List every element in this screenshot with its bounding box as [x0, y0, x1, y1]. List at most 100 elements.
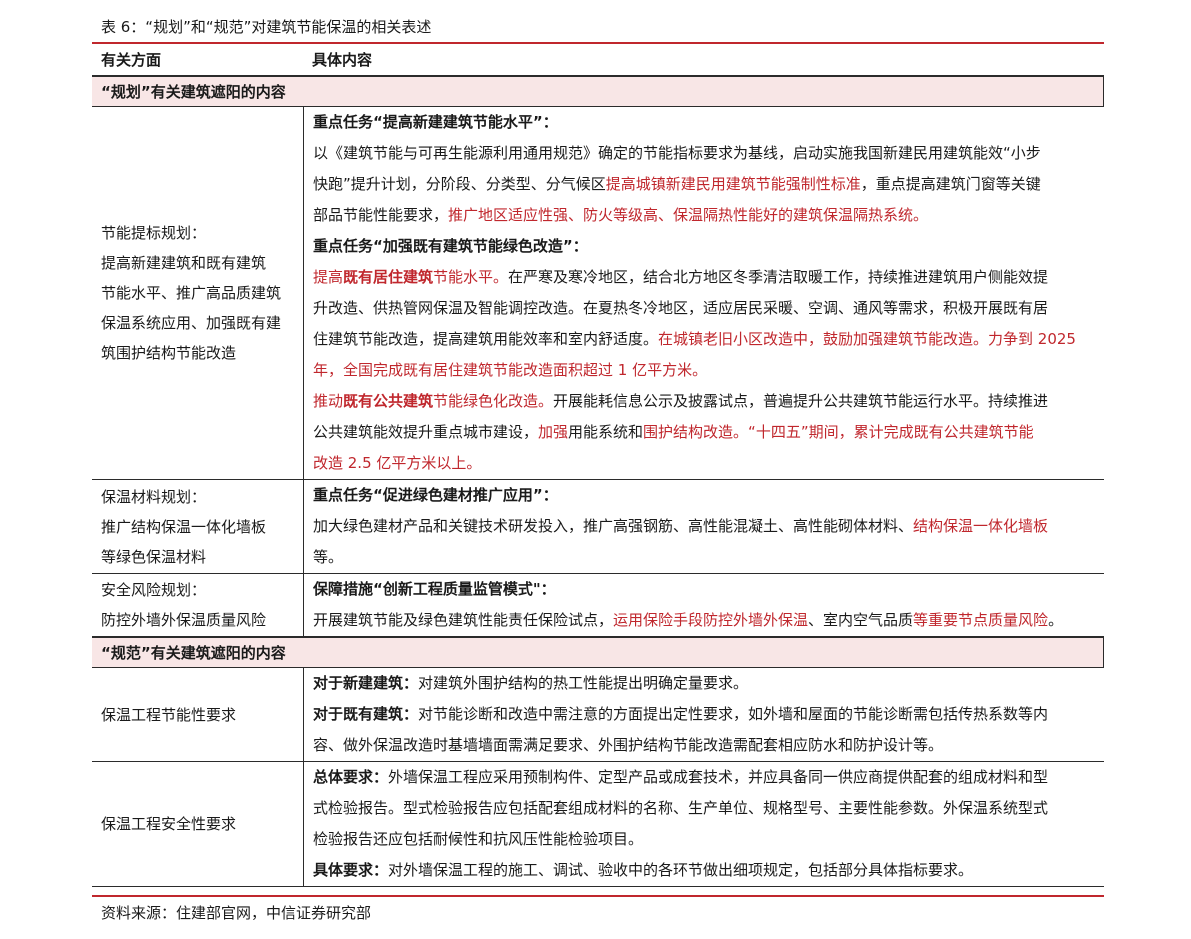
aspect-text: 安全风险规划： 防控外墙外保温质量风险	[101, 581, 267, 629]
body-text: 开展能耗信息公示及披露试点，普遍提升公共建筑节能运行水平。持续推进	[553, 392, 1049, 410]
header-content: 具体内容	[312, 51, 373, 69]
highlight-text: 等重要节点质量风险	[913, 611, 1049, 629]
bottom-rule	[92, 895, 1104, 897]
top-rule	[92, 42, 1104, 44]
table-row: 节能提标规划： 提高新建建筑和既有建筑 节能水平、推广高品质建筑 保温系统应用、…	[92, 107, 1104, 480]
content-cell: 重点任务“提高新建建筑节能水平”： 以《建筑节能与可再生能源利用通用规范》确定的节…	[303, 107, 1104, 479]
source-note: 资料来源：住建部官网，中信证券研究部	[101, 904, 372, 922]
content-line: 式检验报告。型式检验报告应包括配套组成材料的名称、生产单位、规格型号、主要性能参…	[313, 793, 1104, 824]
aspect-cell: 节能提标规划： 提高新建建筑和既有建筑 节能水平、推广高品质建筑 保温系统应用、…	[92, 107, 303, 479]
content-line: 推动既有公共建筑节能绿色化改造。开展能耗信息公示及披露试点，普遍提升公共建筑节能…	[313, 386, 1104, 417]
body-text: 、室内空气品质	[808, 611, 914, 629]
content-line: 容、做外保温改造时基墙墙面需满足要求、外围护结构节能改造需配套相应防水和防护设计…	[313, 730, 1104, 761]
aspect-cell: 安全风险规划： 防控外墙外保温质量风险	[92, 574, 303, 636]
aspect-text: 保温工程安全性要求	[101, 815, 237, 833]
table-body: “规划”有关建筑遮阳的内容节能提标规划： 提高新建建筑和既有建筑 节能水平、推广…	[92, 76, 1104, 887]
highlight-text: 提高	[313, 268, 344, 286]
bold-text: 重点任务“促进绿色建材推广应用”：	[313, 486, 558, 504]
content-line: 加大绿色建材产品和关键技术研发投入，推广高强钢筋、高性能混凝土、高性能砌体材料、…	[313, 511, 1104, 542]
highlight-text: 节能绿色化改造。	[433, 392, 554, 410]
aspect-text: 节能提标规划： 提高新建建筑和既有建筑 节能水平、推广高品质建筑 保温系统应用、…	[101, 224, 282, 362]
aspect-cell: 保温工程安全性要求	[92, 762, 303, 886]
body-text: 公共建筑能效提升重点城市建设，	[313, 423, 539, 441]
content-line: 重点任务“提高新建建筑节能水平”：	[313, 107, 1104, 138]
bold-text: 对于新建建筑：	[313, 674, 419, 692]
body-text: 以《建筑节能与可再生能源利用通用规范》确定的节能指标要求为基线，启动实施我国新建…	[313, 144, 1041, 162]
highlight-text: 节能水平。	[433, 268, 509, 286]
content-line: 改造 2.5 亿平方米以上。	[313, 448, 1104, 479]
content-line: 部品节能性能要求，推广地区适应性强、防火等级高、保温隔热性能好的建筑保温隔热系统…	[313, 200, 1104, 231]
body-text: ，重点提高建筑门窗等关键	[860, 175, 1041, 193]
highlight-text: 加强	[538, 423, 569, 441]
body-text: 在严寒及寒冷地区，结合北方地区冬季清洁取暖工作，持续推进建筑用户侧能效提	[508, 268, 1049, 286]
body-text: 容、做外保温改造时基墙墙面需满足要求、外围护结构节能改造需配套相应防水和防护设计…	[313, 736, 944, 754]
content-line: 年，全国完成既有居住建筑节能改造面积超过 1 亿平方米。	[313, 355, 1104, 386]
table-header: 有关方面 具体内容	[92, 44, 1104, 76]
content-line: 总体要求：外墙保温工程应采用预制构件、定型产品或成套技术，并应具备同一供应商提供…	[313, 762, 1104, 793]
content-line: 公共建筑能效提升重点城市建设，加强用能系统和围护结构改造。“十四五”期间，累计完…	[313, 417, 1104, 448]
content-line: 保障措施“创新工程质量监管模式"：	[313, 574, 1104, 605]
bold-text: 对于既有建筑：	[313, 705, 419, 723]
aspect-cell: 保温工程节能性要求	[92, 668, 303, 761]
section-title: “规范”有关建筑遮阳的内容	[92, 637, 1104, 668]
content-line: 开展建筑节能及绿色建筑性能责任保险试点，运用保险手段防控外墙外保温、室内空气品质…	[313, 605, 1104, 636]
body-text: 外墙保温工程应采用预制构件、定型产品或成套技术，并应具备同一供应商提供配套的组成…	[388, 768, 1049, 786]
content-line: 具体要求：对外墙保温工程的施工、调试、验收中的各环节做出细项规定，包括部分具体指…	[313, 855, 1104, 886]
content-cell: 总体要求：外墙保温工程应采用预制构件、定型产品或成套技术，并应具备同一供应商提供…	[303, 762, 1104, 886]
aspect-text: 保温材料规划： 推广结构保温一体化墙板 等绿色保温材料	[101, 487, 267, 566]
body-text: 对外墙保温工程的施工、调试、验收中的各环节做出细项规定，包括部分具体指标要求。	[388, 861, 974, 879]
content-line: 提高既有居住建筑节能水平。在严寒及寒冷地区，结合北方地区冬季清洁取暖工作，持续推…	[313, 262, 1104, 293]
body-text: 。	[1048, 611, 1064, 629]
highlight-text: 在城镇老旧小区改造中，鼓励加强建筑节能改造。力争到 2025	[658, 330, 1076, 348]
highlight-text: 提高城镇新建民用建筑节能强制性标准	[605, 175, 861, 193]
body-text: 升改造、供热管网保温及智能调控改造。在夏热冬冷地区，适应居民采暖、空调、通风等需…	[313, 299, 1049, 317]
highlight-text: 改造 2.5 亿平方米以上。	[313, 454, 482, 472]
table-caption: 表 6：“规划”和“规范”对建筑节能保温的相关表述	[101, 18, 432, 36]
body-text: 住建筑节能改造，提高建筑用能效率和室内舒适度。	[313, 330, 659, 348]
aspect-text: 保温工程节能性要求	[101, 705, 237, 724]
bold-text: 重点任务“提高新建建筑节能水平”：	[313, 113, 558, 131]
highlight-text: 运用保险手段防控外墙外保温	[613, 611, 809, 629]
content-line: 住建筑节能改造，提高建筑用能效率和室内舒适度。在城镇老旧小区改造中，鼓励加强建筑…	[313, 324, 1104, 355]
highlight-text: 结构保温一体化墙板	[913, 517, 1049, 535]
body-text: 快跑”提升计划，分阶段、分类型、分气候区	[313, 175, 606, 193]
table-row: 保温工程安全性要求 总体要求：外墙保温工程应采用预制构件、定型产品或成套技术，并应…	[92, 762, 1104, 887]
bold-text: 总体要求：	[313, 768, 389, 786]
table-row: 保温材料规划： 推广结构保温一体化墙板 等绿色保温材料重点任务“促进绿色建材推广…	[92, 480, 1104, 574]
content-line: 以《建筑节能与可再生能源利用通用规范》确定的节能指标要求为基线，启动实施我国新建…	[313, 138, 1104, 169]
body-text: 等。	[313, 548, 344, 566]
table-row: 保温工程节能性要求对于新建建筑：对建筑外围护结构的热工性能提出明确定量要求。对于…	[92, 668, 1104, 762]
content-line: 快跑”提升计划，分阶段、分类型、分气候区提高城镇新建民用建筑节能强制性标准，重点…	[313, 169, 1104, 200]
content-line: 对于新建建筑：对建筑外围护结构的热工性能提出明确定量要求。	[313, 668, 1104, 699]
highlight-text: 既有居住建筑	[343, 268, 434, 286]
section-title: “规划”有关建筑遮阳的内容	[92, 76, 1104, 107]
body-text: 式检验报告。型式检验报告应包括配套组成材料的名称、生产单位、规格型号、主要性能参…	[313, 799, 1049, 817]
aspect-cell: 保温材料规划： 推广结构保温一体化墙板 等绿色保温材料	[92, 480, 303, 573]
bold-text: 保障措施“创新工程质量监管模式"：	[313, 580, 556, 598]
content-line: 对于既有建筑：对节能诊断和改造中需注意的方面提出定性要求，如外墙和屋面的节能诊断…	[313, 699, 1104, 730]
highlight-text: 既有公共建筑	[343, 392, 434, 410]
header-aspect: 有关方面	[101, 51, 162, 69]
body-text: 对节能诊断和改造中需注意的方面提出定性要求，如外墙和屋面的节能诊断需包括传热系数…	[418, 705, 1049, 723]
content-cell: 重点任务“促进绿色建材推广应用”： 加大绿色建材产品和关键技术研发投入，推广高强钢…	[303, 480, 1104, 573]
content-line: 检验报告还应包括耐候性和抗风压性能检验项目。	[313, 824, 1104, 855]
content-cell: 对于新建建筑：对建筑外围护结构的热工性能提出明确定量要求。对于既有建筑：对节能诊…	[303, 668, 1104, 761]
bold-text: 具体要求：	[313, 861, 389, 879]
content-line: 重点任务“加强既有建筑节能绿色改造”：	[313, 231, 1104, 262]
body-text: 对建筑外围护结构的热工性能提出明确定量要求。	[418, 674, 749, 692]
body-text: 检验报告还应包括耐候性和抗风压性能检验项目。	[313, 830, 644, 848]
content-line: 等。	[313, 542, 1104, 573]
body-text: 加大绿色建材产品和关键技术研发投入，推广高强钢筋、高性能混凝土、高性能砌体材料、	[313, 517, 914, 535]
content-line: 升改造、供热管网保温及智能调控改造。在夏热冬冷地区，适应居民采暖、空调、通风等需…	[313, 293, 1104, 324]
highlight-text: 推广地区适应性强、防火等级高、保温隔热性能好的建筑保温隔热系统。	[448, 206, 929, 224]
content-table: 有关方面 具体内容 “规划”有关建筑遮阳的内容节能提标规划： 提高新建建筑和既有…	[92, 44, 1104, 887]
highlight-text: 年，全国完成既有居住建筑节能改造面积超过 1 亿平方米。	[313, 361, 708, 379]
table-row: 安全风险规划： 防控外墙外保温质量风险 保障措施“创新工程质量监管模式"： 开展建筑…	[92, 574, 1104, 637]
content-line: 重点任务“促进绿色建材推广应用”：	[313, 480, 1104, 511]
content-cell: 保障措施“创新工程质量监管模式"： 开展建筑节能及绿色建筑性能责任保险试点，运用保…	[303, 574, 1104, 636]
highlight-text: 围护结构改造。“十四五”期间，累计完成既有公共建筑节能	[643, 423, 1034, 441]
body-text: 开展建筑节能及绿色建筑性能责任保险试点，	[313, 611, 614, 629]
body-text: 部品节能性能要求，	[313, 206, 449, 224]
body-text: 用能系统和	[568, 423, 644, 441]
highlight-text: 推动	[313, 392, 344, 410]
